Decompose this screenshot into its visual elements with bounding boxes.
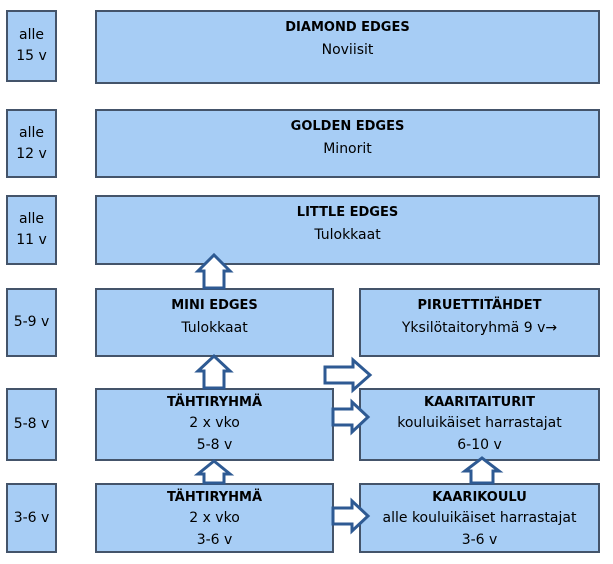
group-name: PIRUETTITÄHDET — [417, 298, 542, 313]
group-audience: alle kouluikäiset harrastajat — [382, 510, 577, 526]
age-label-alle-15: alle 15 v — [6, 10, 57, 82]
group-frequency: 2 x vko — [189, 415, 240, 431]
group-name: TÄHTIRYHMÄ — [166, 395, 263, 410]
age-label-3-6: 3-6 v — [6, 483, 57, 553]
group-subtitle: Noviisit — [321, 42, 374, 58]
age-label-line1: 3-6 v — [13, 509, 50, 526]
group-tahtiryhma-5-8: TÄHTIRYHMÄ 2 x vko 5-8 v — [95, 388, 334, 461]
arrow-up-to-mini-edges — [194, 353, 234, 390]
age-label-alle-12: alle 12 v — [6, 109, 57, 178]
arrow-right-to-piruettitahdet — [323, 356, 373, 394]
group-subtitle: Tulokkaat — [314, 227, 381, 243]
age-label-line1: 5-9 v — [13, 314, 50, 330]
age-label-line1: alle — [19, 211, 44, 227]
group-name: MINI EDGES — [171, 298, 258, 313]
group-ages: 5-8 v — [196, 437, 233, 453]
group-name: DIAMOND EDGES — [285, 20, 410, 35]
arrow-up-to-little-edges — [194, 252, 234, 290]
group-little-edges: LITTLE EDGES Tulokkaat — [95, 195, 600, 265]
group-subtitle: Tulokkaat — [181, 320, 248, 336]
age-label-alle-11: alle 11 v — [6, 195, 57, 265]
group-subtitle: Yksilötaitoryhmä 9 v→ — [401, 320, 558, 336]
group-ages: 3-6 v — [196, 532, 233, 548]
age-label-line2: 12 v — [16, 145, 47, 162]
group-name: LITTLE EDGES — [296, 205, 399, 220]
arrow-up-to-tahtiryhma-5-8 — [193, 459, 235, 485]
group-piruettitahdet: PIRUETTITÄHDET Yksilötaitoryhmä 9 v→ — [359, 288, 600, 357]
arrow-right-to-kaaritaiturit — [331, 398, 371, 436]
group-subtitle: Minorit — [323, 141, 372, 157]
group-ages: 6-10 v — [457, 437, 502, 453]
group-golden-edges: GOLDEN EDGES Minorit — [95, 109, 600, 178]
age-label-line1: alle — [19, 27, 44, 43]
age-label-5-9: 5-9 v — [6, 288, 57, 357]
group-name: KAARIKOULU — [432, 490, 527, 505]
age-label-5-8: 5-8 v — [6, 388, 57, 461]
group-kaarikoulu: KAARIKOULU alle kouluikäiset harrastajat… — [359, 483, 600, 553]
age-label-line2: 11 v — [16, 232, 47, 248]
age-label-line2: 15 v — [16, 48, 47, 64]
group-name: GOLDEN EDGES — [290, 119, 405, 134]
group-name: KAARITAITURIT — [424, 395, 535, 410]
group-name: TÄHTIRYHMÄ — [166, 490, 263, 505]
arrow-right-to-kaarikoulu — [331, 497, 371, 535]
arrow-up-to-kaaritaiturit — [460, 456, 504, 485]
group-mini-edges: MINI EDGES Tulokkaat — [95, 288, 334, 357]
group-frequency: 2 x vko — [189, 510, 240, 526]
group-kaaritaiturit: KAARITAITURIT kouluikäiset harrastajat 6… — [359, 388, 600, 461]
age-label-line1: alle — [19, 124, 44, 141]
group-diamond-edges: DIAMOND EDGES Noviisit — [95, 10, 600, 84]
group-ages: 3-6 v — [461, 532, 498, 548]
group-audience: kouluikäiset harrastajat — [397, 415, 562, 431]
age-label-line1: 5-8 v — [13, 416, 50, 432]
